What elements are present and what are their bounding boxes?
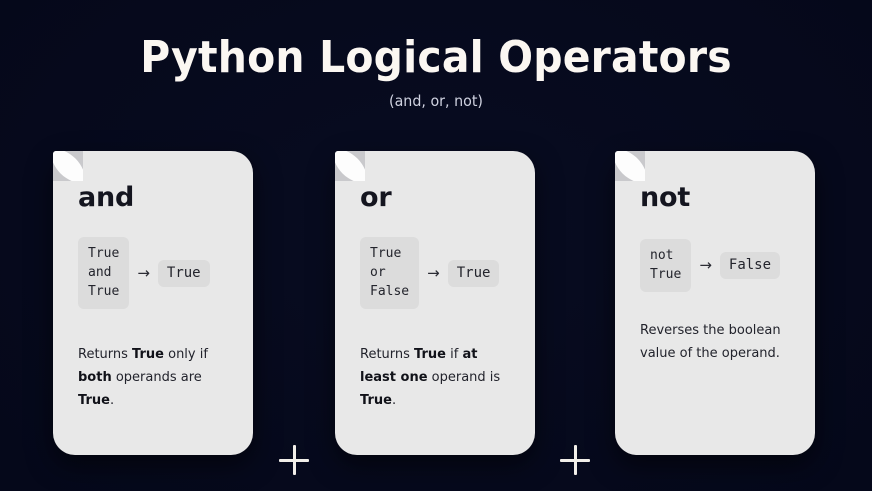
page-title: Python Logical Operators [140, 32, 732, 83]
code-expression-or: True or False [360, 237, 420, 309]
operator-card-or[interactable]: or True or False → True Returns True if … [335, 151, 535, 455]
description-or: Returns True if at least one operand is … [360, 347, 501, 408]
operator-card-not[interactable]: not not True → False Reverses the boolea… [615, 151, 815, 455]
result-value-or: True [447, 259, 500, 287]
folded-corner-icon [615, 151, 645, 181]
arrow-icon: → [699, 256, 712, 274]
page-subtitle: (and, or, not) [389, 92, 483, 110]
operator-name-not: not [640, 182, 691, 213]
card-content-and: and True and True → True Returns True on… [53, 151, 253, 455]
code-expression-and: True and True [78, 237, 130, 309]
header: Python Logical Operators (and, or, not) [0, 32, 872, 110]
operator-name-or: or [360, 182, 392, 213]
plus-separator-icon-1 [279, 445, 309, 475]
code-expression-not: not True [640, 239, 692, 292]
folded-corner-icon [335, 151, 365, 181]
expression-group-not: not True → False [640, 239, 781, 292]
description-not: Reverses the boolean value of the operan… [640, 323, 781, 361]
plus-separator-icon-2 [560, 445, 590, 475]
expression-group-and: True and True → True [78, 237, 210, 309]
result-value-and: True [157, 259, 210, 287]
card-content-not: not not True → False Reverses the boolea… [615, 151, 815, 455]
arrow-icon: → [137, 263, 150, 282]
folded-corner-icon [53, 151, 83, 181]
result-value-not: False [719, 252, 781, 279]
operator-cards-row: and True and True → True Returns True on… [0, 151, 872, 475]
description-and: Returns True only if both operands are T… [78, 347, 208, 408]
arrow-icon: → [427, 263, 440, 282]
expression-group-or: True or False → True [360, 237, 500, 309]
card-content-or: or True or False → True Returns True if … [335, 151, 535, 455]
operator-card-and[interactable]: and True and True → True Returns True on… [53, 151, 253, 455]
operator-name-and: and [78, 182, 135, 213]
